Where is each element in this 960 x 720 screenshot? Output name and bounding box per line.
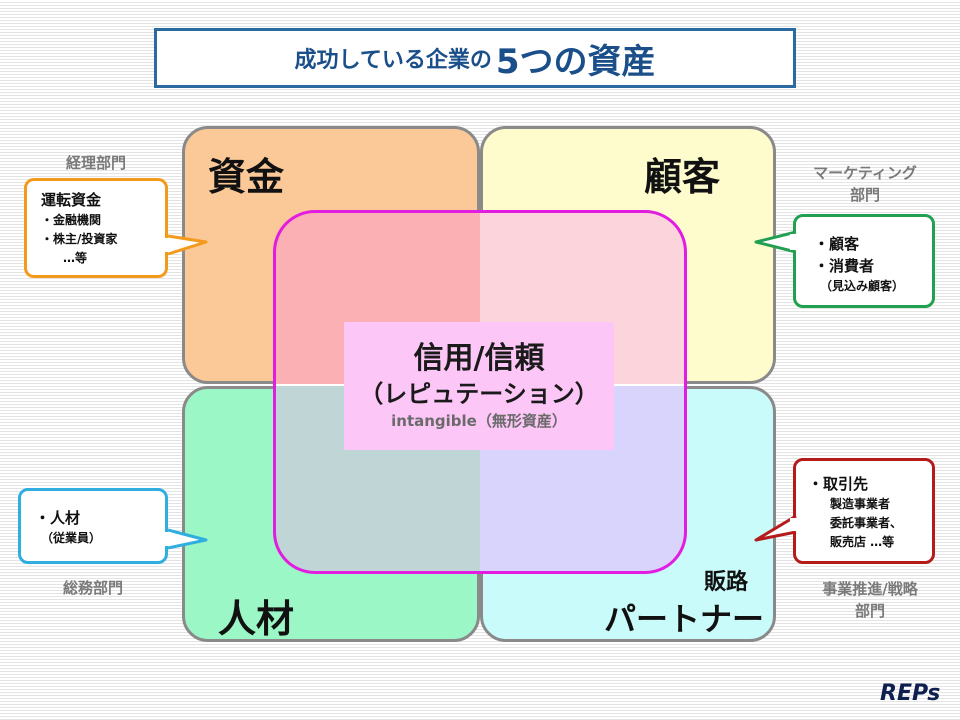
callout-people-line: （従業員） bbox=[41, 531, 102, 545]
title-box: 成功している企業の 5つの資産 bbox=[154, 28, 796, 88]
reputation-box: 信用/信頼 （レピュテーション） intangible（無形資産） bbox=[344, 322, 614, 450]
label-funds: 資金 bbox=[208, 155, 285, 199]
callout-people: ・人材 （従業員） bbox=[18, 488, 168, 564]
dept-general-affairs: 総務部門 bbox=[62, 579, 123, 597]
callout-customers: ・顧客 ・消費者 （見込み顧客） bbox=[793, 214, 935, 308]
dept-marketing-line1: マーケティング bbox=[813, 164, 917, 182]
label-sales-channel: 販路 bbox=[704, 570, 749, 595]
title-main: 5つの資産 bbox=[495, 41, 656, 82]
dept-business: 事業推進/戦略 部門 bbox=[790, 578, 950, 622]
callout-partners-line: 委託事業者、 bbox=[830, 516, 903, 530]
label-partners: パートナー bbox=[604, 600, 765, 638]
callout-partners-line: ・取引先 bbox=[808, 475, 869, 493]
callout-funds: 運転資金 ・金融機関 ・株主/投資家 …等 bbox=[24, 178, 168, 278]
dept-marketing: マーケティング 部門 bbox=[790, 162, 940, 206]
reputation-subtitle: （レピュテーション） bbox=[359, 380, 599, 408]
callout-funds-line: ・株主/投資家 bbox=[41, 232, 118, 246]
callout-funds-line: …等 bbox=[51, 251, 88, 265]
reputation-title: 信用/信頼 bbox=[413, 341, 545, 376]
callout-partners-line: 製造事業者 bbox=[830, 497, 891, 511]
dept-business-line1: 事業推進/戦略 bbox=[822, 580, 918, 598]
callout-funds-line: 運転資金 bbox=[41, 191, 102, 209]
title-prefix: 成功している企業の bbox=[294, 48, 492, 73]
callout-partners-line: 販売店 …等 bbox=[830, 535, 895, 549]
dept-business-line2: 部門 bbox=[854, 602, 885, 620]
callout-people-tail bbox=[164, 528, 208, 550]
label-customers: 顧客 bbox=[644, 155, 721, 199]
dept-marketing-line2: 部門 bbox=[849, 186, 880, 204]
callout-customers-tail bbox=[754, 230, 798, 254]
callout-customers-line: ・消費者 bbox=[814, 257, 875, 275]
callout-funds-tail bbox=[165, 234, 208, 256]
intangible-label: intangible（無形資産） bbox=[391, 412, 567, 430]
callout-customers-line: （見込み顧客） bbox=[820, 279, 905, 293]
label-people: 人材 bbox=[218, 597, 295, 641]
reputation-frame bbox=[273, 210, 687, 574]
callout-partners: ・取引先 製造事業者 委託事業者、 販売店 …等 bbox=[793, 458, 935, 564]
callout-partners-tail bbox=[754, 514, 798, 542]
callout-people-line: ・人材 bbox=[35, 509, 81, 527]
callout-customers-line: ・顧客 bbox=[814, 235, 860, 253]
reps-logo: REPs bbox=[880, 681, 941, 706]
dept-accounting: 経理部門 bbox=[65, 154, 126, 172]
callout-funds-line: ・金融機関 bbox=[41, 213, 102, 227]
